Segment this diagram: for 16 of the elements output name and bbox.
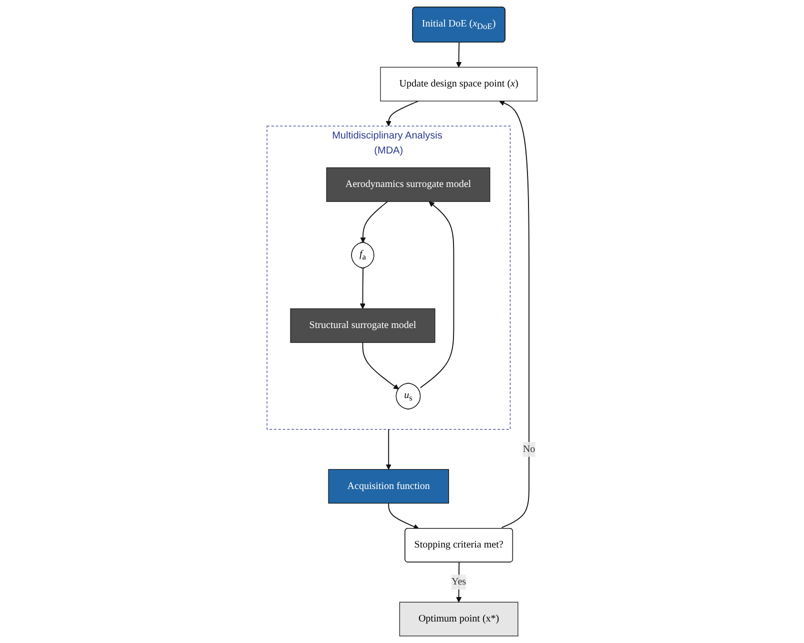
arrow [420, 201, 454, 388]
arrow [362, 342, 399, 390]
arrow [386, 428, 392, 470]
node-box: Acquisition function [328, 469, 449, 504]
arrow [386, 100, 419, 126]
arrow [456, 42, 462, 68]
node-box: Aerodynamics surrogate model [326, 167, 490, 202]
edge-label: Yes [451, 576, 466, 588]
node-box: Update design space point (x) [380, 66, 538, 102]
arrow [360, 201, 388, 243]
node-box: Optimum point (x*) [399, 602, 518, 636]
arrow [360, 268, 366, 309]
arrow [388, 502, 419, 530]
edge-label: No [522, 444, 536, 454]
arrow [499, 100, 530, 528]
node-box: Structural surrogate model [290, 308, 436, 343]
